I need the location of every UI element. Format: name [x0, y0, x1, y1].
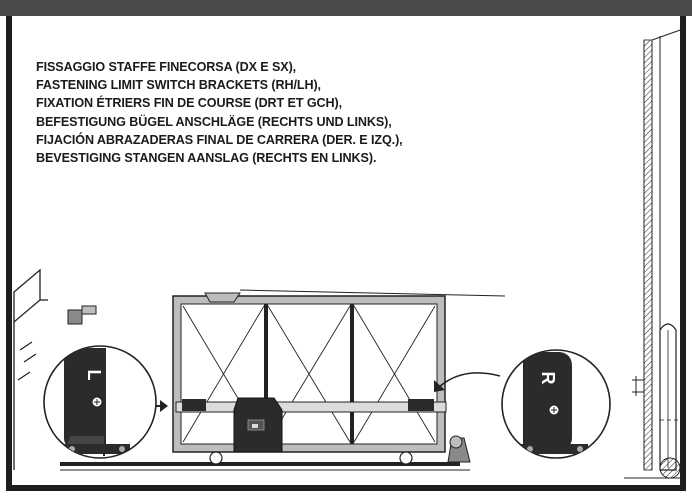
left-stop-block: [67, 305, 97, 325]
left-wall: [13, 268, 48, 470]
gear-motor: [233, 397, 283, 453]
ground-rail: [60, 462, 470, 471]
side-section-view: [624, 27, 687, 479]
instruction-heading: FISSAGGIO STAFFE FINECORSA (DX E SX), FA…: [36, 58, 596, 167]
left-bracket-letter: L: [84, 370, 104, 381]
heading-line-en: FASTENING LIMIT SWITCH BRACKETS (RH/LH),: [36, 78, 321, 93]
heading-line-fr: FIXATION ÉTRIERS FIN DE COURSE (DRT ET G…: [36, 96, 343, 111]
left-bracket-detail: L: [43, 345, 157, 459]
heading-line-it: FISSAGGIO STAFFE FINECORSA (DX E SX),: [36, 60, 297, 74]
right-bracket-letter: R: [538, 372, 558, 385]
right-bracket-detail: R: [501, 349, 611, 459]
rack-brackets: [182, 399, 434, 411]
heading-line-nl: BEVESTIGING STANGEN AANSLAG (RECHTS EN L…: [36, 151, 377, 166]
top-bar: [0, 0, 692, 16]
heading-line-de: BEFESTIGUNG BÜGEL ANSCHLÄGE (RECHTS UND …: [36, 114, 392, 129]
arrow-right-bracket: [434, 372, 501, 392]
heading-line-es: FIJACIÓN ABRAZADERAS FINAL DE CARRERA (D…: [36, 132, 403, 147]
sliding-gate: [172, 289, 506, 465]
right-stop-block: [447, 435, 471, 463]
